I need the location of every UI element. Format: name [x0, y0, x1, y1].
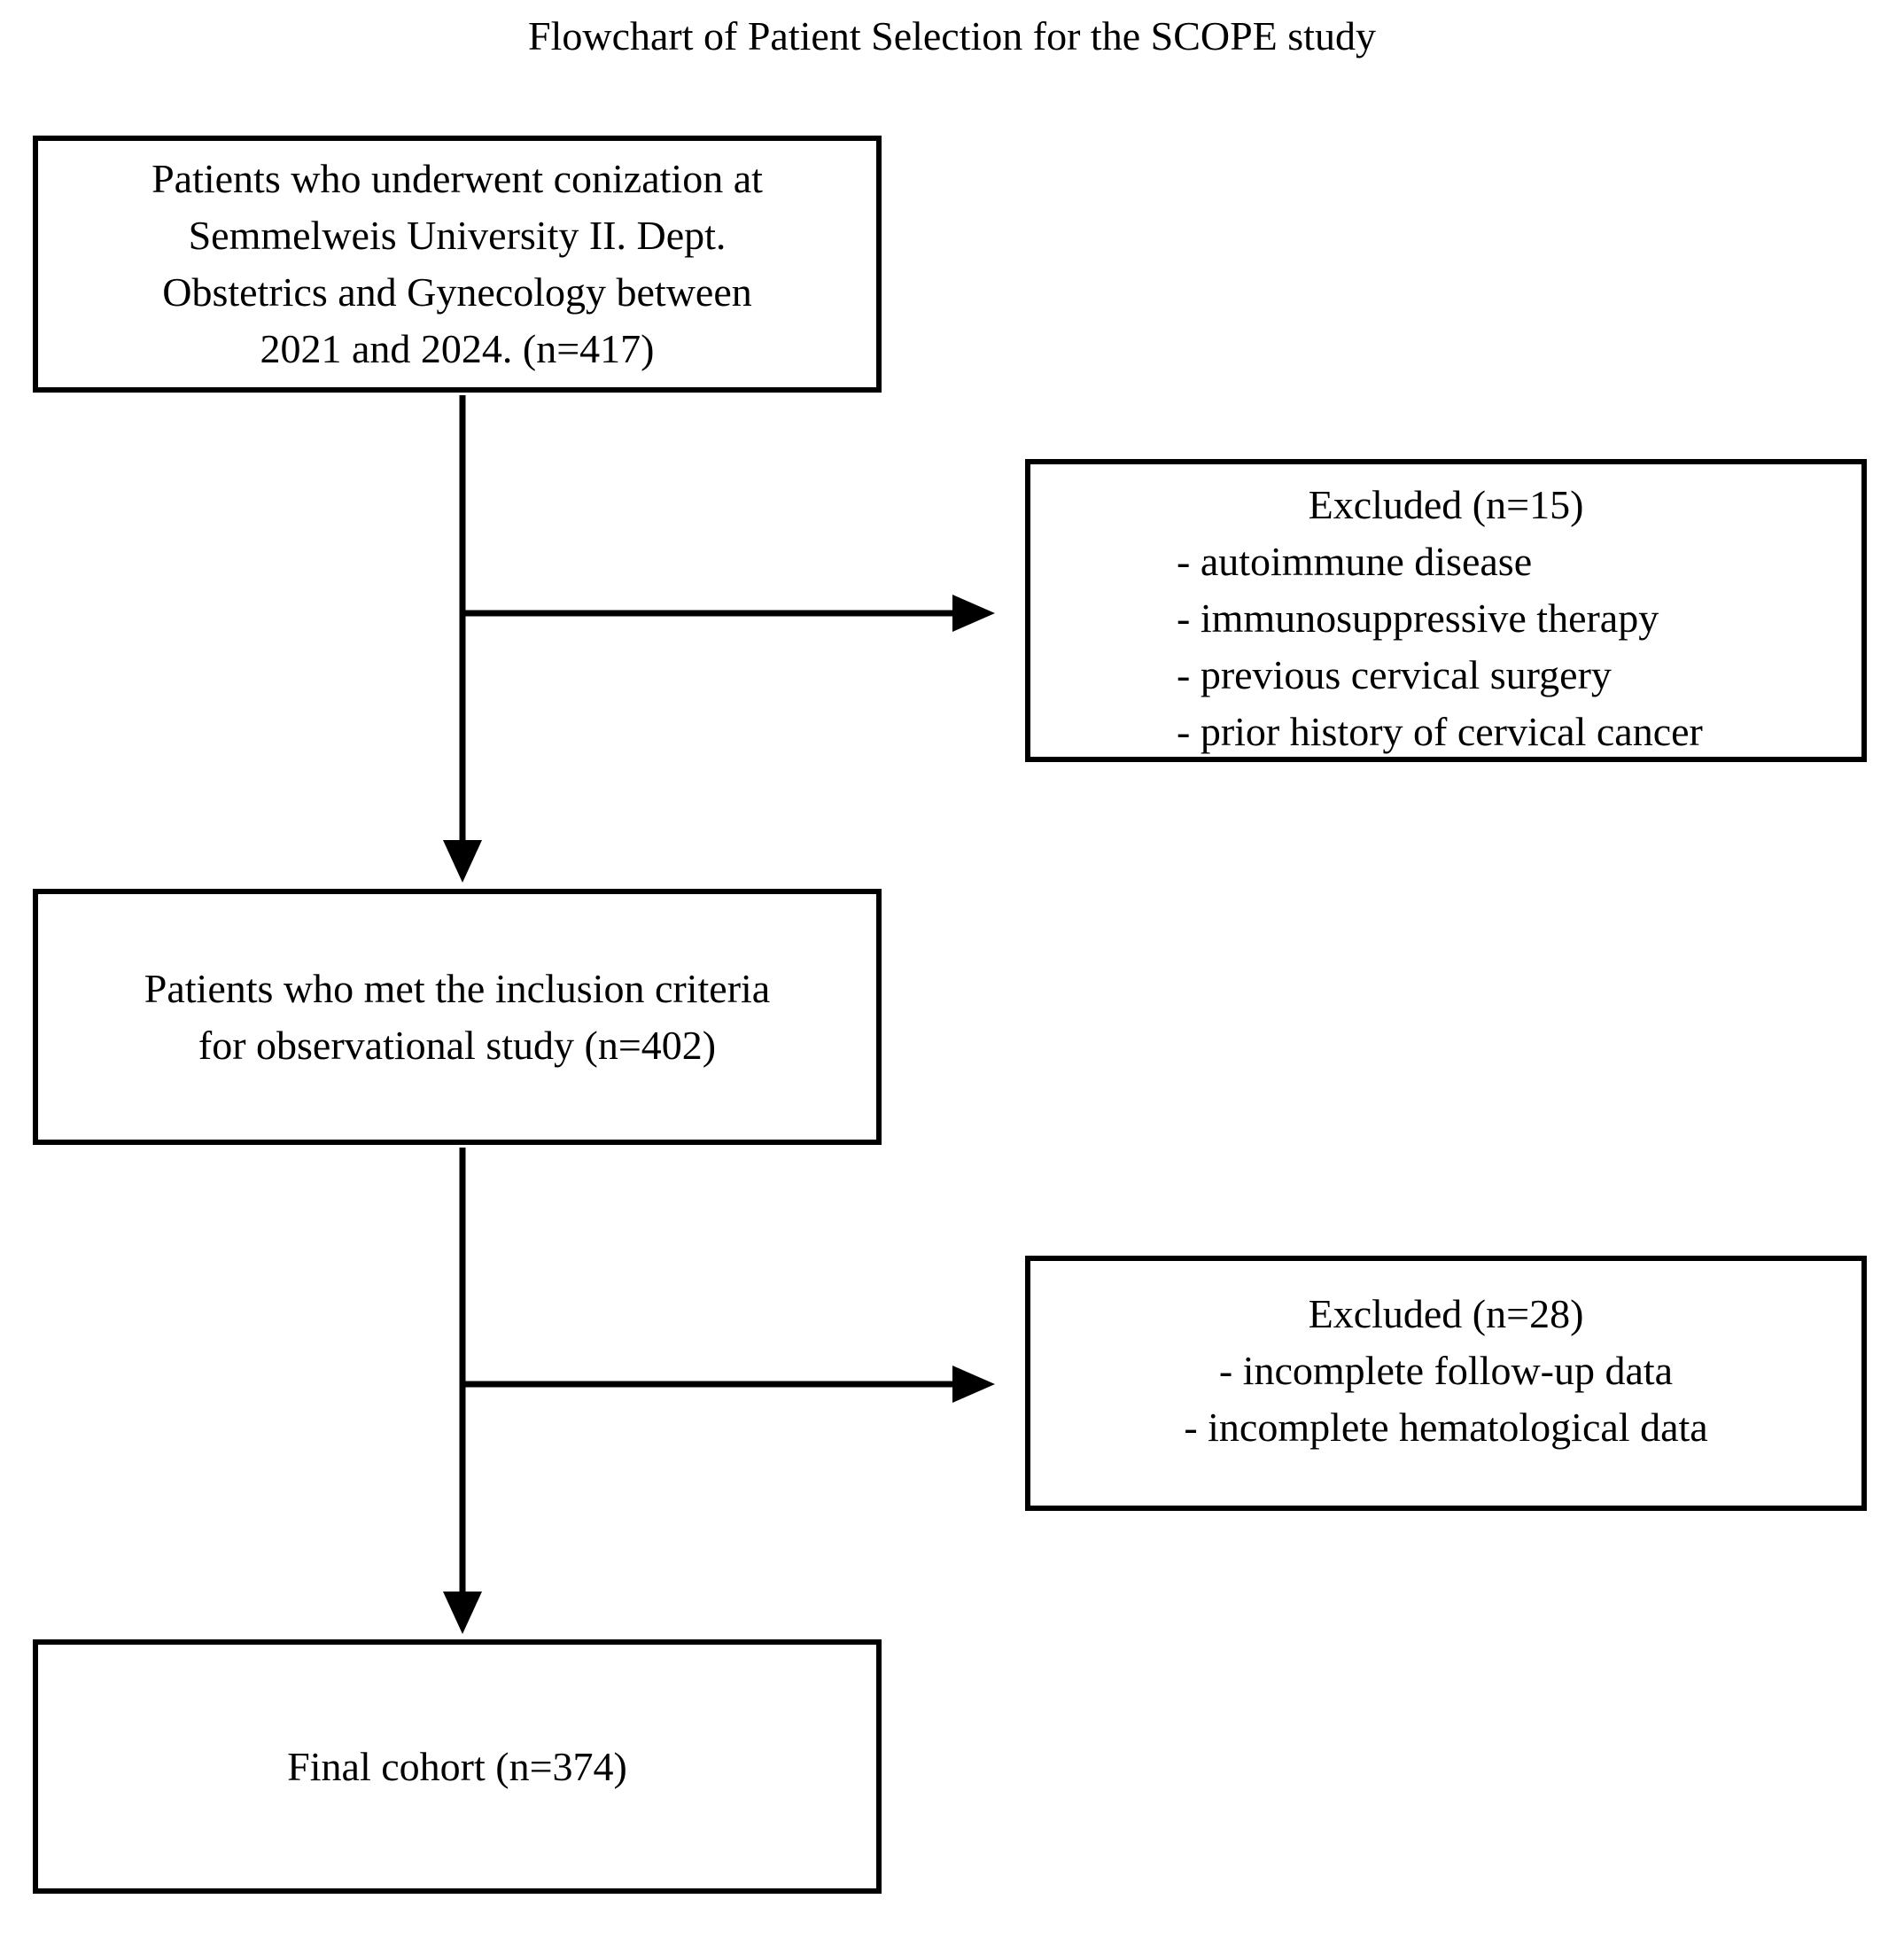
flow-box-text-line: Patients who underwent conization at — [152, 156, 763, 201]
exclusion-reason: - immunosuppressive therapy — [1177, 595, 1659, 641]
exclusion-reason: - autoimmune disease — [1177, 539, 1533, 584]
excluded-2-bullets: - incomplete follow-up data - incomplete… — [1030, 1343, 1861, 1456]
excluded-1-heading: Excluded (n=15) — [1308, 482, 1584, 527]
exclusion-reason: - incomplete follow-up data — [1218, 1348, 1674, 1393]
flow-box-inclusion-criteria: Patients who met the inclusion criteria … — [33, 889, 882, 1145]
exclusion-reason: - incomplete hematological data — [1184, 1405, 1708, 1450]
flow-box-text-line: Final cohort (n=374) — [287, 1743, 627, 1789]
exclusion-reason: - previous cervical surgery — [1177, 652, 1612, 697]
flow-box-text-line: Obstetrics and Gynecology between — [162, 269, 752, 315]
figure-title: Flowchart of Patient Selection for the S… — [528, 13, 1376, 58]
excluded-2-heading: Excluded (n=28) — [1308, 1291, 1584, 1336]
flow-box-conization-patients: Patients who underwent conization at Sem… — [33, 136, 882, 393]
arrow-inclusion-to-final — [443, 1148, 482, 1634]
arrow-branch-to-excluded-1 — [460, 595, 995, 632]
flow-box-text-line: for observational study (n=402) — [198, 1022, 717, 1068]
flow-box-excluded-2: Excluded (n=28) - incomplete follow-up d… — [1025, 1256, 1867, 1511]
arrow-branch-to-excluded-2 — [460, 1366, 995, 1403]
flow-box-final-cohort: Final cohort (n=374) — [33, 1639, 882, 1894]
flow-box-text-line: Semmelweis University II. Dept. — [188, 213, 727, 258]
flow-box-text-line: Patients who met the inclusion criteria — [144, 965, 771, 1011]
flow-box-text-line: 2021 and 2024. (n=417) — [260, 326, 655, 371]
excluded-1-bullets: - autoimmune disease - immunosuppressive… — [1030, 533, 1861, 760]
arrow-source-to-inclusion — [443, 395, 482, 883]
exclusion-reason: - prior history of cervical cancer — [1177, 709, 1703, 754]
flow-box-excluded-1: Excluded (n=15) - autoimmune disease - i… — [1025, 459, 1867, 762]
